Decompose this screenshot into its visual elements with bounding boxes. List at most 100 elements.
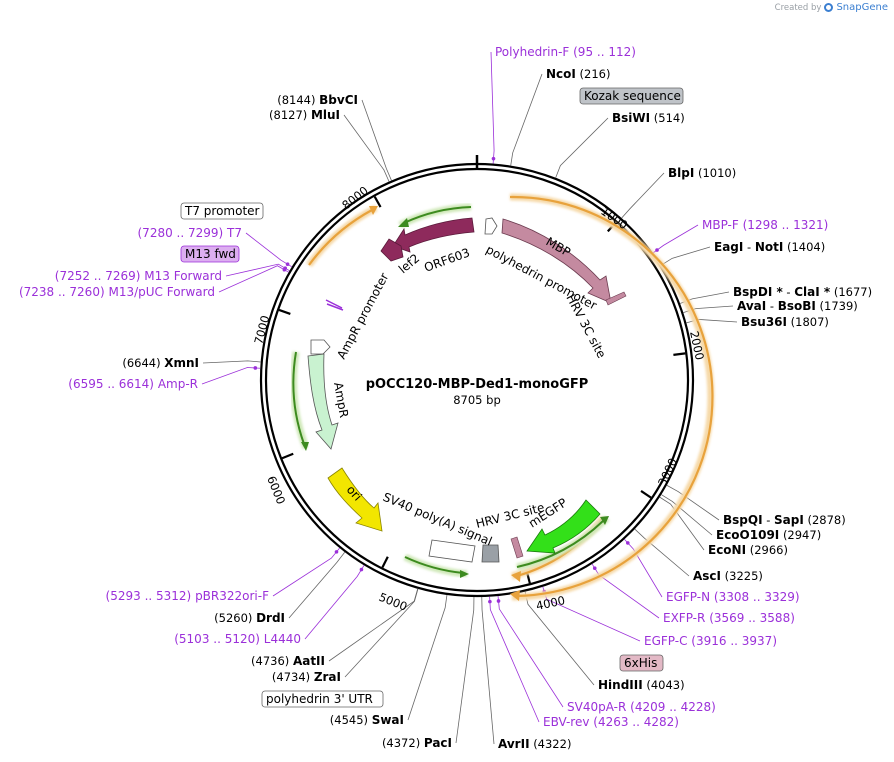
primer-range: (4209 .. 4228)	[630, 700, 716, 714]
site-zrai[interactable]: (4734) ZraI	[272, 670, 341, 684]
primer-name: M13 Forward	[144, 269, 222, 283]
leader-asci	[634, 528, 690, 577]
site-bspdi[interactable]: BspDI * - ClaI * (1677)	[733, 285, 872, 299]
primer-egfp-c[interactable]: EGFP-C (3916 .. 3937)	[644, 634, 777, 648]
polyhedrin-utr-box[interactable]: polyhedrin 3' UTR	[261, 690, 384, 708]
site-name: MluI	[311, 108, 340, 122]
site-ncoi[interactable]: NcoI (216)	[546, 67, 610, 81]
site-bsu36i[interactable]: Bsu36I (1807)	[741, 315, 829, 329]
site-asci[interactable]: AscI (3225)	[693, 569, 763, 583]
site-drdi[interactable]: (5260) DrdI	[214, 611, 285, 625]
primer-mark-m13-forward	[283, 266, 288, 270]
leader-aatii	[328, 588, 419, 662]
sv40-polya-shape[interactable]	[428, 539, 476, 563]
mbp-arrow[interactable]	[501, 218, 612, 304]
site-name: Bsu36I	[741, 315, 787, 329]
site-name: SapI	[774, 513, 804, 527]
primer-mark-polyhedrin-f	[491, 156, 496, 161]
site-name: NcoI	[546, 67, 576, 81]
primer-name: EGFP-C	[644, 634, 687, 648]
primer-range: (5293 .. 5312)	[106, 589, 192, 603]
green-arc-right-arrowhead	[600, 516, 609, 525]
site-paci[interactable]: (4372) PacI	[382, 736, 452, 750]
primer-m13-forward[interactable]: (7252 .. 7269) M13 Forward	[55, 269, 222, 283]
site-ecoo109i[interactable]: EcoO109I (2947)	[716, 528, 821, 542]
plasmid-size: 8705 bp	[453, 393, 501, 407]
site-hindiii[interactable]: HindIII (4043)	[598, 678, 685, 692]
primer-range: (6595 .. 6614)	[68, 377, 154, 391]
primer-name: EGFP-N	[666, 590, 710, 604]
primer-exfp-r[interactable]: EXFP-R (3569 .. 3588)	[663, 611, 795, 625]
primer-range: (7252 .. 7269)	[55, 269, 141, 283]
six-his-box[interactable]: 6xHis	[619, 654, 664, 672]
polyhedrin-utr-shape[interactable]	[481, 544, 500, 563]
primer-mark-pbr322ori-f	[334, 550, 339, 554]
primer-l4440[interactable]: (5103 .. 5120) L4440	[174, 632, 301, 646]
site-bspqi[interactable]: BspQI - SapI (2878)	[723, 513, 846, 527]
site-avrii[interactable]: AvrII (4322)	[498, 737, 571, 751]
primer-egfp-n[interactable]: EGFP-N (3308 .. 3329)	[666, 590, 800, 604]
site-name: AatII	[293, 654, 325, 668]
site-name: SwaI	[372, 713, 404, 727]
site-aatii[interactable]: (4736) AatII	[251, 654, 325, 668]
site-name: BlpI	[668, 166, 694, 180]
primer-mbp-f[interactable]: MBP-F (1298 .. 1321)	[702, 218, 828, 232]
primer-range: (4263 .. 4282)	[593, 715, 679, 729]
site-eagi[interactable]: EagI - NotI (1404)	[714, 240, 825, 254]
site-swai[interactable]: (4545) SwaI	[330, 713, 404, 727]
primer-ebv-rev[interactable]: EBV-rev (4263 .. 4282)	[543, 715, 679, 729]
tick-3000	[640, 489, 652, 499]
leader-primer-mbp-f	[652, 224, 699, 254]
ampr-arrow[interactable]	[307, 353, 339, 450]
site-econi[interactable]: EcoNI (2966)	[708, 543, 788, 557]
primer-polyhedrin-f[interactable]: Polyhedrin-F (95 .. 112)	[495, 45, 636, 59]
site-position: (6644)	[122, 356, 160, 370]
site-position: (3225)	[725, 569, 763, 583]
polyhedrin-promoter-arrow[interactable]	[484, 217, 498, 235]
primer-name: pBR322ori-F	[195, 589, 269, 603]
site-name: AvrII	[498, 737, 530, 751]
site-name: NotI	[755, 240, 784, 254]
six-his-label: 6xHis	[624, 656, 657, 670]
primer-t7[interactable]: (7280 .. 7299) T7	[138, 226, 243, 240]
primer-sv40pa-r[interactable]: SV40pA-R (4209 .. 4228)	[567, 700, 716, 714]
site-mlui[interactable]: (8127) MluI	[269, 108, 340, 122]
hrv-3c-site-2-shape[interactable]	[510, 536, 524, 559]
hrv-3c-site-1-shape[interactable]	[605, 291, 627, 306]
m13-fwd-box[interactable]: M13 fwd	[180, 245, 240, 263]
megfp-arrow[interactable]	[526, 499, 601, 554]
site-bbvci[interactable]: (8144) BbvCI	[277, 93, 358, 107]
site-position: (1807)	[791, 315, 829, 329]
primer-amp-r[interactable]: (6595 .. 6614) Amp-R	[68, 377, 198, 391]
primer-mark-t7	[285, 262, 290, 267]
snapgene-credit: Created by SnapGene	[775, 2, 888, 13]
restriction-site-labels: NcoI (216) BsiWI (514) BlpI (1010) EagI - N…	[122, 67, 872, 751]
site-name: EcoNI	[708, 543, 746, 557]
t7-promoter-box[interactable]: T7 promoter	[180, 202, 264, 220]
primer-range: (3308 .. 3329)	[714, 590, 800, 604]
site-position: (1677)	[834, 285, 872, 299]
primer-m13-puc-forward[interactable]: (7238 .. 7260) M13/pUC Forward	[19, 285, 215, 299]
site-position: (514)	[654, 111, 685, 125]
kozak-sequence-box[interactable]: Kozak sequence	[579, 87, 684, 105]
site-position: (216)	[580, 67, 611, 81]
leader-primer-polyhedrin-f	[490, 51, 495, 164]
orf-arc-3-arrowhead	[369, 206, 378, 215]
orf-arrowhead	[510, 590, 520, 601]
leader-bspqi	[666, 484, 720, 521]
primer-pbr322ori-f[interactable]: (5293 .. 5312) pBR322ori-F	[106, 589, 270, 603]
ori-arrow[interactable]	[327, 467, 383, 532]
site-position: (1739)	[820, 299, 858, 313]
lef2-arrow[interactable]	[380, 238, 404, 262]
site-name: AvaI	[737, 299, 766, 313]
site-blpi[interactable]: BlpI (1010)	[668, 166, 736, 180]
site-xmni[interactable]: (6644) XmnI	[122, 356, 199, 370]
site-position: (4734)	[272, 670, 310, 684]
ampr-promoter-arrow[interactable]	[310, 339, 331, 355]
site-bsiwi[interactable]: BsiWI (514)	[612, 111, 685, 125]
site-avai[interactable]: AvaI - BsoBI (1739)	[737, 299, 858, 313]
feature-label-ampr: AmpR	[331, 381, 351, 419]
leader-bbvci	[361, 99, 392, 181]
site-name: BspDI *	[733, 285, 783, 299]
site-name: ZraI	[314, 670, 341, 684]
